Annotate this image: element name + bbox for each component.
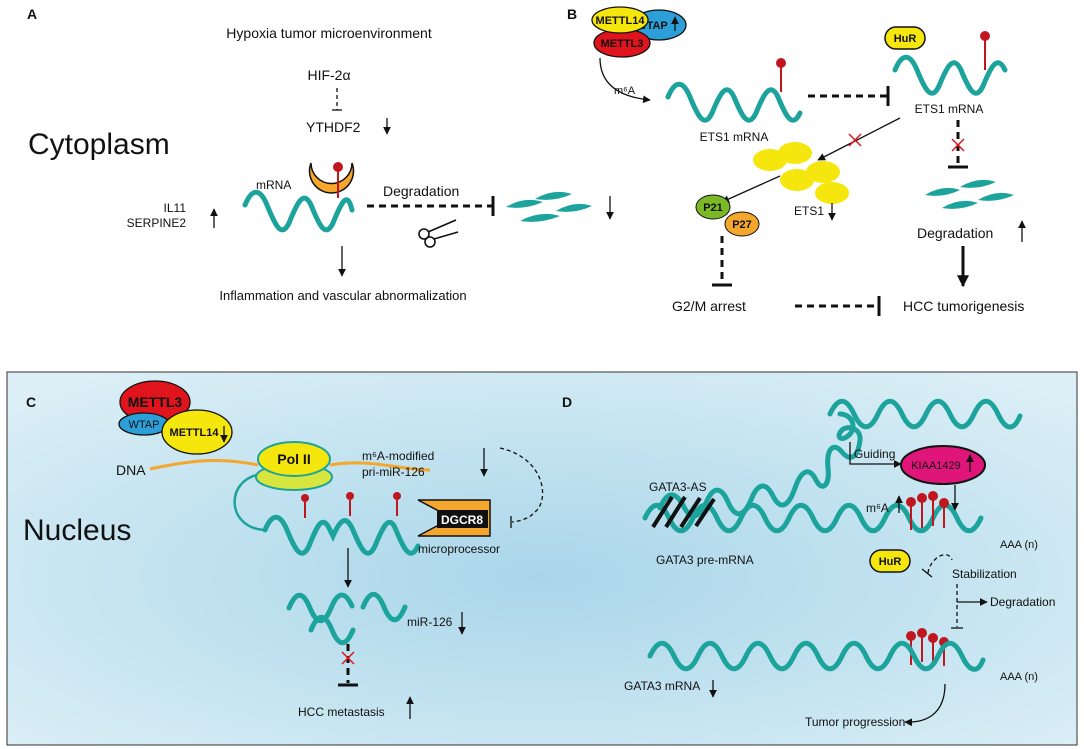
hur-blob-d	[869, 549, 911, 573]
hcc-tumorigenesis-label: HCC tumorigenesis	[903, 298, 1024, 314]
hif2a-label: HIF-2α	[307, 67, 350, 83]
mettl14-blob-c	[161, 409, 233, 455]
ets1-mrna-right	[892, 54, 1008, 96]
ythdf2-label: YTHDF2	[306, 119, 361, 135]
hcc-metastasis-label: HCC metastasis	[298, 705, 385, 719]
pri-mir-label-1: m⁶A-modified	[362, 449, 434, 463]
dgcr8-label-box	[437, 510, 488, 528]
ets1-mrna-left-label: ETS1 mRNA	[700, 130, 769, 144]
m6a-dot-a	[333, 162, 343, 172]
hur-label-d: HuR	[879, 556, 902, 568]
pri-mir-label-2: pri-miR-126	[362, 465, 425, 479]
il11-label: IL11	[164, 201, 187, 215]
dna-strand-left	[149, 458, 259, 471]
ets1-mrna-left	[665, 81, 803, 123]
panel-a-label: A	[27, 6, 37, 22]
m6a-marks-d-top	[906, 491, 949, 530]
block-x-icon-b1	[848, 133, 862, 147]
m6a-dot-b-right	[980, 31, 990, 41]
guiding-arrow	[849, 442, 902, 468]
gata3-as-label: GATA3-AS	[649, 480, 707, 494]
panel-c-label: C	[26, 394, 36, 410]
degradation-label-b: Degradation	[917, 225, 993, 241]
stabilization-label: Stabilization	[952, 567, 1017, 581]
mrna-fragments-a	[506, 191, 592, 222]
mettl3-label-c: METTL3	[128, 394, 183, 410]
panel-b: B WTAP METTL3 METTL14 m⁶A ETS1 mRNA HuR …	[567, 6, 1026, 316]
hur-label-b: HuR	[894, 33, 917, 45]
tumor-progression-label: Tumor progression	[805, 715, 905, 729]
dna-strand-right	[329, 461, 431, 472]
mir126-products	[286, 591, 408, 646]
poly-a-label-top: AAA (n)	[1000, 539, 1038, 551]
cytoplasm-label: Cytoplasm	[28, 128, 170, 161]
kiaa1429-label: KIAA1429	[911, 460, 961, 472]
hypoxia-title: Hypoxia tumor microenvironment	[226, 25, 432, 41]
ets1-to-p21-arrow	[721, 175, 781, 203]
pol2-upper-blob	[257, 441, 331, 477]
mrna-strand-a	[242, 189, 355, 233]
serpine2-label: SERPINE2	[127, 216, 187, 230]
m6a-label-d: m⁶A	[866, 501, 889, 515]
mir126-label: miR-126	[407, 615, 453, 629]
gata3-as-top-strand	[827, 398, 1023, 430]
degradation-label-a: Degradation	[383, 183, 459, 199]
panel-d: D GATA3-AS GATA3 pre-mRNA Guiding KIAA14…	[562, 394, 1055, 729]
gata3-pre-mrna-strand	[642, 502, 984, 534]
scissors-icon	[418, 219, 459, 248]
feedback-dashed-curve	[499, 447, 544, 523]
microprocessor-label: microprocessor	[418, 542, 500, 556]
block-x-icon-c	[341, 651, 355, 665]
dgcr8-label: DGCR8	[441, 513, 483, 527]
ets1-mrna-right-label: ETS1 mRNA	[915, 102, 984, 116]
block-x-icon-b2	[951, 138, 965, 152]
gata3-pre-mrna-label: GATA3 pre-mRNA	[656, 553, 754, 567]
degradation-label-d: Degradation	[990, 595, 1055, 609]
kiaa1429-blob	[900, 445, 986, 485]
stabilization-dashed-curve	[927, 554, 953, 574]
panel-b-label: B	[567, 6, 577, 22]
mettl14-label-b: METTL14	[596, 15, 646, 27]
nascent-rna-loop	[233, 472, 266, 532]
m6a-arrow-b	[599, 57, 651, 104]
gata3-as-strand	[657, 411, 863, 519]
mettl14-blob-b	[591, 6, 649, 34]
ets1-protein-label: ETS1	[794, 204, 824, 218]
mrna-label-a: mRNA	[256, 178, 291, 192]
p27-blob	[724, 211, 760, 237]
guiding-label: Guiding	[854, 447, 895, 461]
pri-mir126-strand	[262, 514, 421, 556]
panel-c: C METTL3 WTAP METTL14 DNA Pol II m⁶A-mod…	[23, 380, 544, 719]
progression-arrow	[904, 683, 946, 727]
m6a-dot-b-left	[776, 58, 786, 68]
inflammation-label: Inflammation and vascular abnormalizatio…	[219, 288, 466, 303]
p21-blob	[695, 194, 731, 220]
ythdf2-reader-shape	[308, 162, 355, 194]
mettl3-label-b: METTL3	[601, 38, 644, 50]
gata3-mrna-label: GATA3 mRNA	[624, 679, 700, 693]
mettl14-label-c: METTL14	[170, 427, 220, 439]
m6a-marks-d-bottom	[906, 628, 949, 666]
p21-label: P21	[703, 202, 723, 214]
pol2-label: Pol II	[277, 451, 310, 467]
nucleus-label: Nucleus	[23, 514, 131, 547]
m6a-label-b: m⁶A	[614, 85, 636, 97]
gata3-mrna-strand	[647, 640, 986, 672]
mrna-fragments-b	[925, 179, 1014, 209]
ets1-protein-cluster	[753, 142, 849, 204]
wtap-label-c: WTAP	[129, 419, 160, 431]
stabilization-bar	[921, 568, 933, 578]
hur-blob-b	[884, 26, 926, 50]
g2m-arrest-label: G2/M arrest	[672, 298, 746, 314]
dna-label: DNA	[116, 462, 146, 478]
base-pairing-marks	[651, 495, 716, 529]
translation-arrow-b	[817, 117, 901, 161]
p27-label: P27	[732, 219, 752, 231]
poly-a-label-bottom: AAA (n)	[1000, 671, 1038, 683]
m6a-marks-c	[301, 492, 401, 518]
panel-d-label: D	[562, 394, 572, 410]
panel-a: A Hypoxia tumor microenvironment HIF-2α …	[27, 6, 614, 303]
